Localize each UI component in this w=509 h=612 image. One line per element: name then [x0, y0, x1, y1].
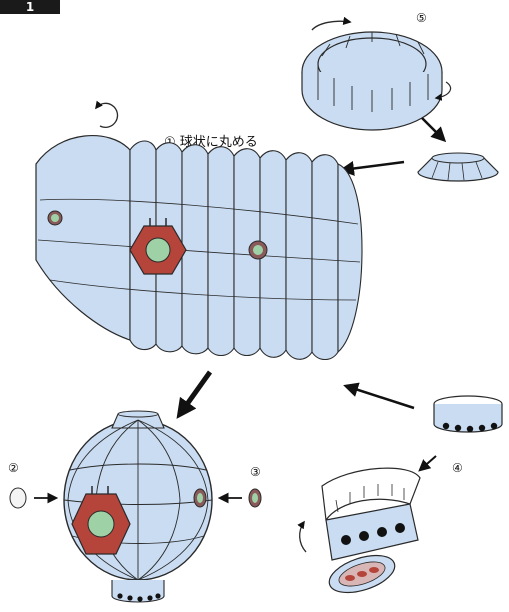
- band-part: [434, 396, 502, 432]
- label-circled-2: ②: [8, 461, 19, 475]
- window-port: [249, 241, 267, 259]
- roll-arrow-icon: [96, 103, 117, 127]
- window-port: [194, 489, 206, 507]
- window-port: [48, 211, 62, 225]
- arrow-to-truncated-cone: [422, 118, 444, 140]
- open-band: [300, 468, 420, 600]
- rotate-arrow-icon: [312, 21, 350, 30]
- step-badge: 1: [0, 0, 60, 14]
- unrolled-sphere-gores: [36, 136, 362, 360]
- arrow-band-to-body: [346, 386, 414, 408]
- ring-part-5: ⑤: [302, 11, 451, 130]
- step-number: 1: [26, 0, 34, 14]
- cap-part-2: [10, 488, 26, 508]
- label-circled-4: ④: [452, 461, 463, 475]
- assembled-sphere: [64, 411, 212, 602]
- arrow-to-sphere: [180, 372, 210, 414]
- window-part-3: [249, 489, 261, 507]
- roll-arrow-icon: [300, 522, 306, 552]
- arrow-small: [420, 456, 436, 470]
- label-circled-3: ③: [250, 465, 261, 479]
- cone-cap: [418, 153, 498, 181]
- arrow-cap-to-body: [342, 162, 404, 170]
- label-circled-5: ⑤: [416, 11, 427, 25]
- sphere-base-band: [112, 580, 164, 602]
